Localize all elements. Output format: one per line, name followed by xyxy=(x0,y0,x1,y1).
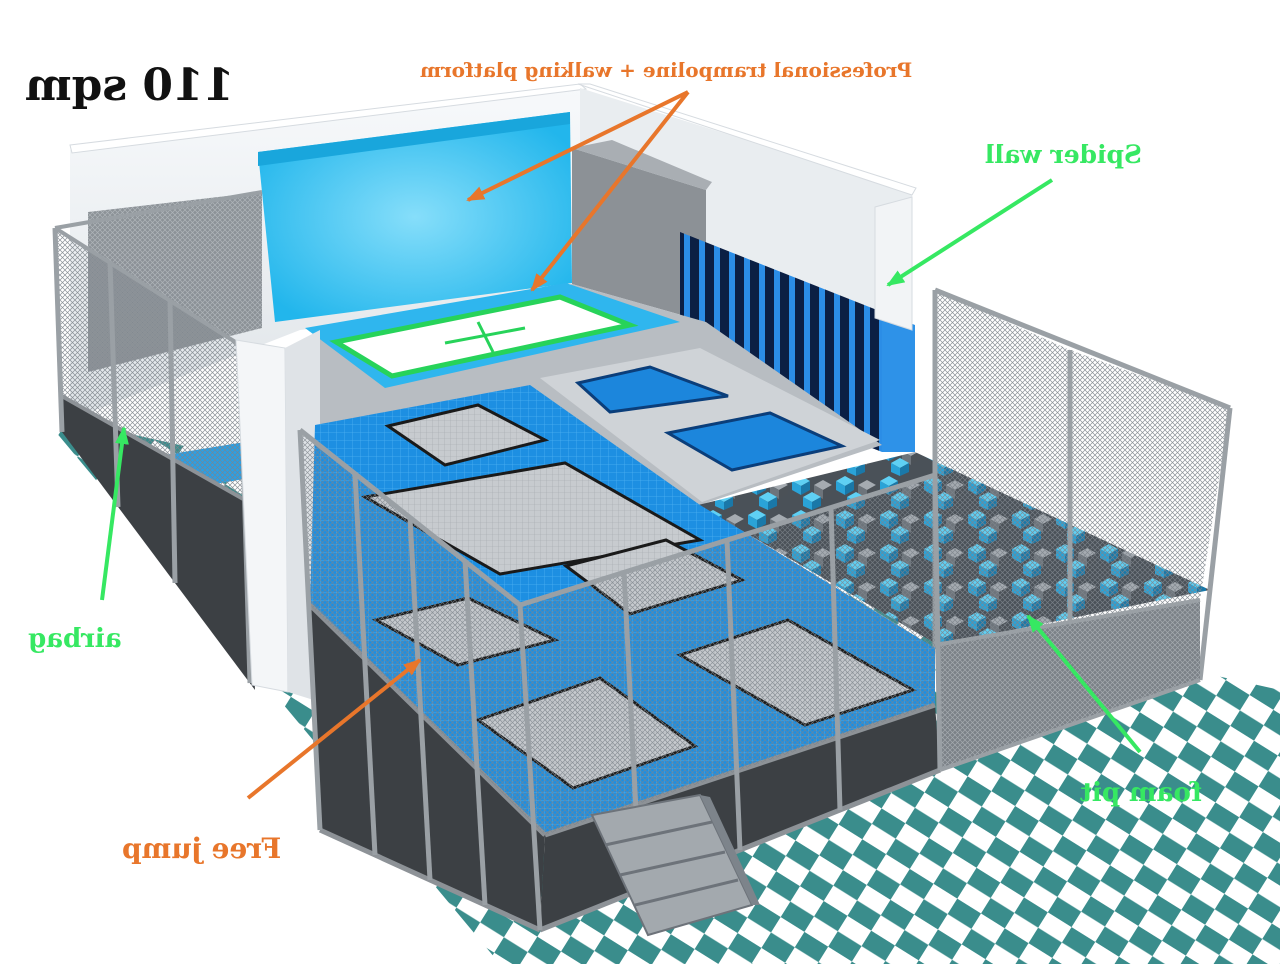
arrow-to-walking-platform xyxy=(530,90,690,292)
arrow-to-airbag xyxy=(100,426,129,601)
arrow-to-foam-pit xyxy=(1026,614,1142,754)
airbag-label: airbag xyxy=(28,624,122,654)
free-jump-cage xyxy=(297,428,943,931)
trampoline-wall xyxy=(258,112,572,322)
arrow-to-free-jump xyxy=(246,658,422,800)
spider-wall-label: Spider wall xyxy=(985,140,1143,169)
jump-pad xyxy=(384,403,550,467)
trampoline-label: Professional trampoline + walking platfo… xyxy=(420,58,913,82)
foam-pit-front-wall xyxy=(934,598,1201,772)
blue-trampoline-square xyxy=(663,411,847,472)
foam-pit-cage xyxy=(932,287,1233,681)
stairs xyxy=(590,793,760,937)
callout-arrows xyxy=(100,90,1142,800)
foam-pit-label: foam pit xyxy=(1080,778,1203,808)
jump-pad xyxy=(360,461,705,576)
arrow-to-trampoline-wall xyxy=(466,90,689,202)
arrow-to-spider-wall xyxy=(886,178,1054,287)
free-jump-label: Free jump xyxy=(122,832,282,865)
blue-trampoline-square xyxy=(574,365,729,414)
walking-platform xyxy=(305,283,680,388)
area-label: 110 sqm xyxy=(25,60,235,111)
grey-block xyxy=(572,140,712,322)
right-wall-pillar xyxy=(874,196,913,331)
spider-wall xyxy=(680,232,915,452)
middle-platform xyxy=(540,348,880,502)
